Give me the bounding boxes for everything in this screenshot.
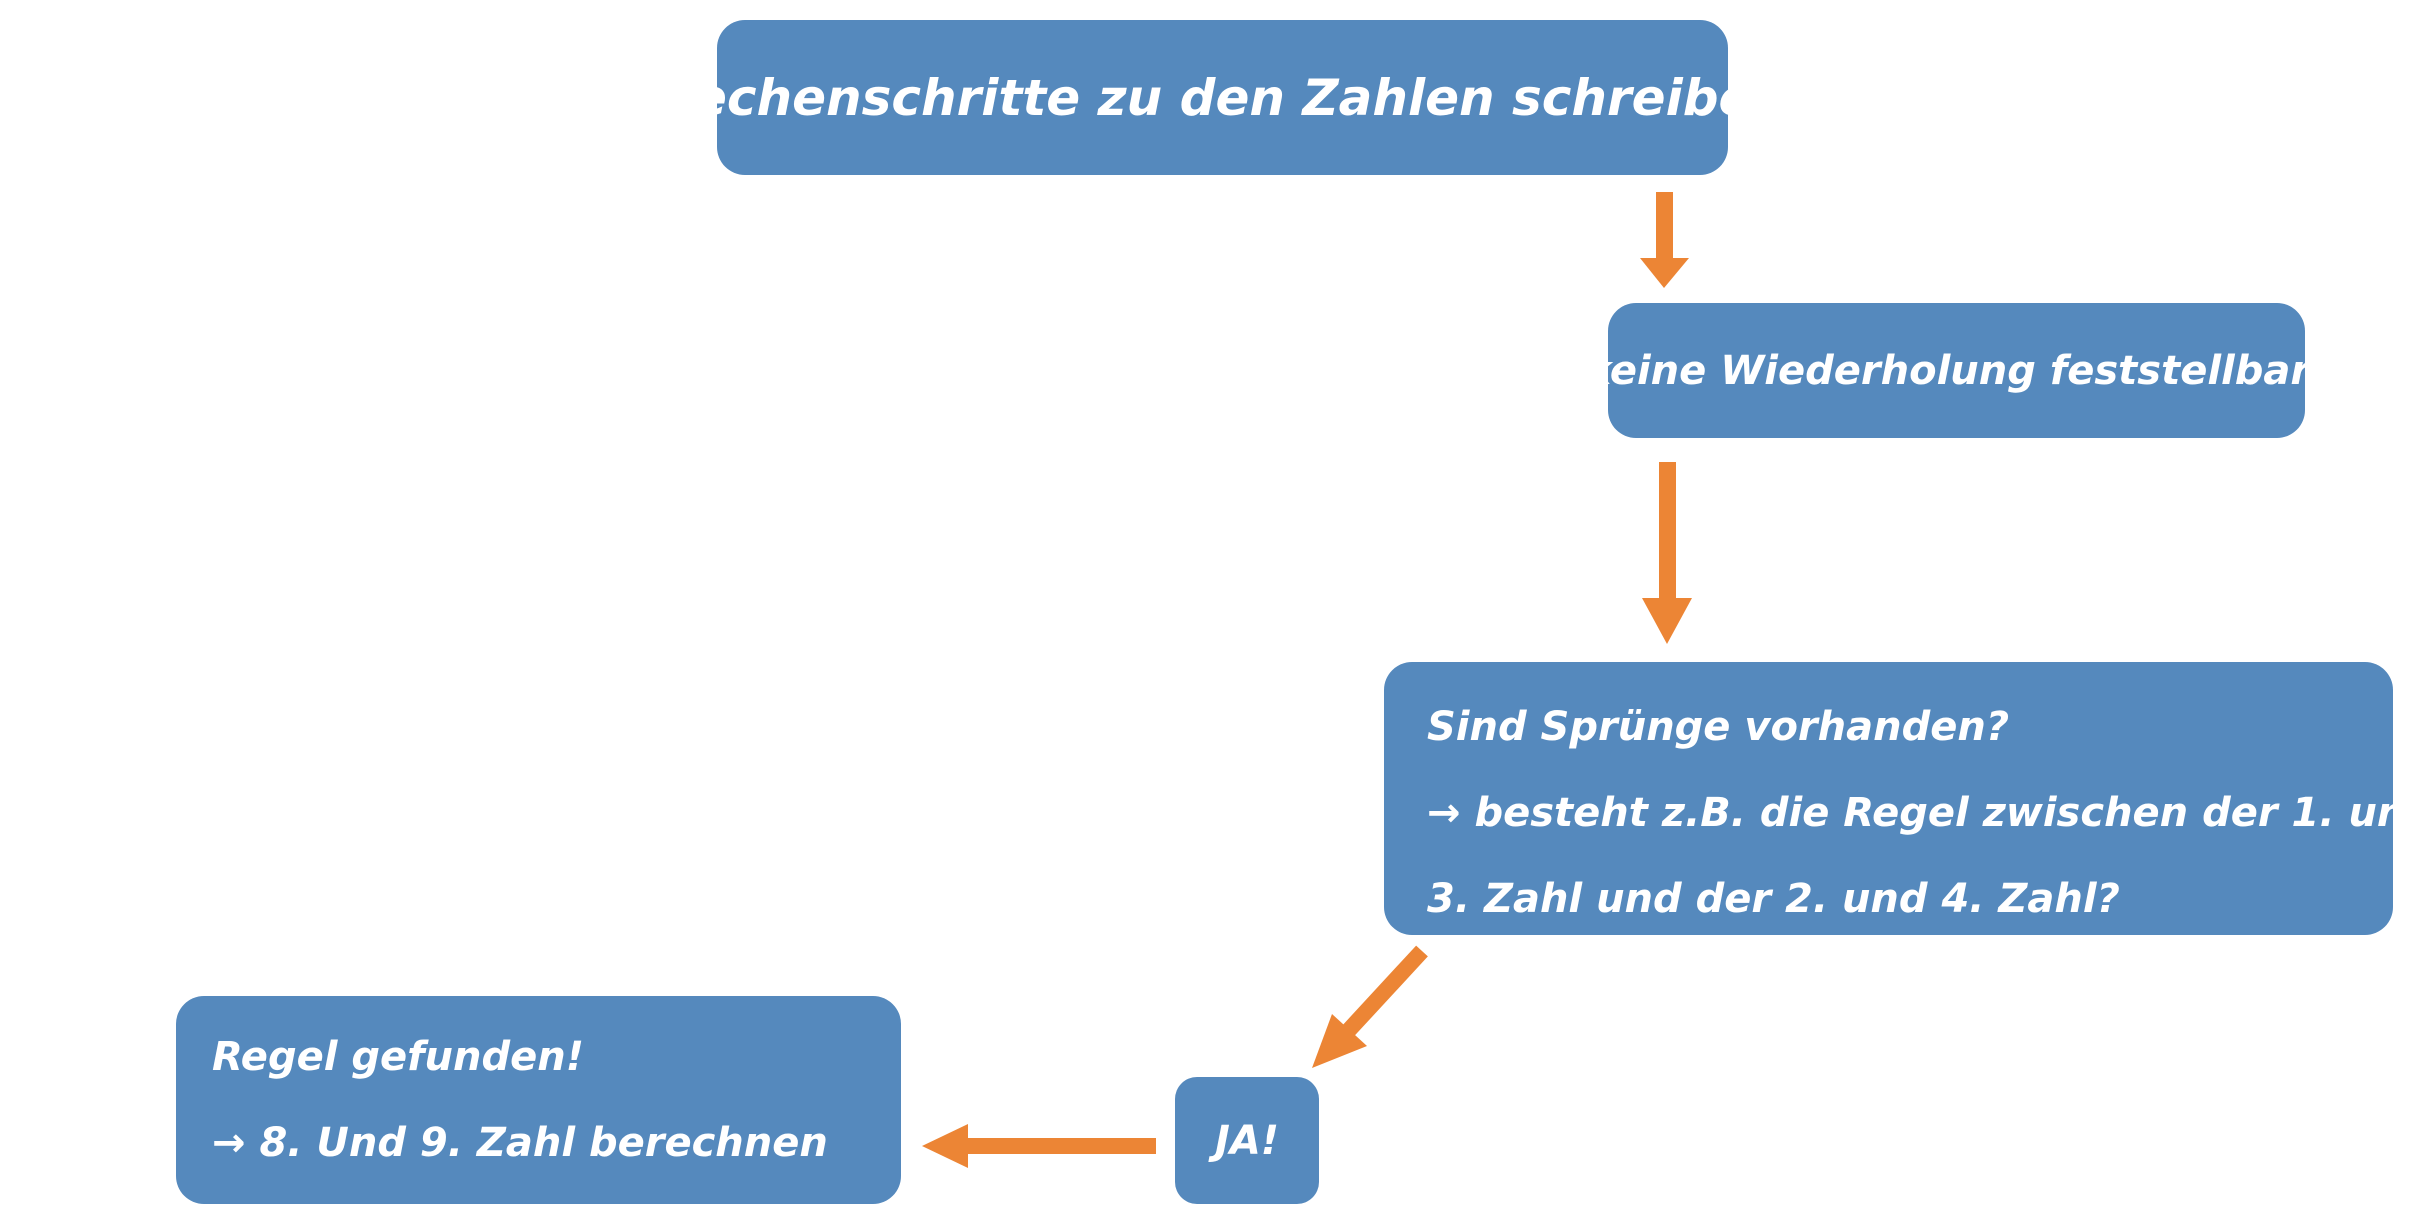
arrow-none-to-jumps [1642, 462, 1692, 644]
question-box-jumps-line-1: Sind Sprünge vorhanden? [1427, 704, 2010, 750]
result-box-rule-found: Regel gefunden! → 8. Und 9. Zahl berechn… [176, 996, 901, 1204]
question-box-jumps-line-2: → besteht z.B. die Regel zwischen der 1.… [1427, 790, 2430, 836]
arrow-jumps-to-yes [1312, 945, 1428, 1068]
result-box-rule-found-line-2: → 8. Und 9. Zahl berechnen [212, 1120, 828, 1166]
result-box-no-repetition: keine Wiederholung feststellbar! [1585, 303, 2328, 438]
step-box-write-steps-text: Rechenschritte zu den Zahlen schreiben [656, 68, 1789, 127]
arrow-top-to-none [1640, 192, 1689, 288]
arrow-yes-to-rule [922, 1124, 1156, 1168]
answer-box-yes-text: JA! [1214, 1117, 1280, 1164]
question-box-jumps: Sind Sprünge vorhanden? → besteht z.B. d… [1384, 662, 2430, 935]
result-box-no-repetition-text: keine Wiederholung feststellbar! [1584, 347, 2329, 394]
answer-box-yes: JA! [1175, 1077, 1319, 1204]
question-box-jumps-line-3: 3. Zahl und der 2. und 4. Zahl? [1427, 876, 2120, 922]
step-box-write-steps: Rechenschritte zu den Zahlen schreiben [657, 20, 1788, 175]
result-box-rule-found-line-1: Regel gefunden! [212, 1034, 584, 1080]
